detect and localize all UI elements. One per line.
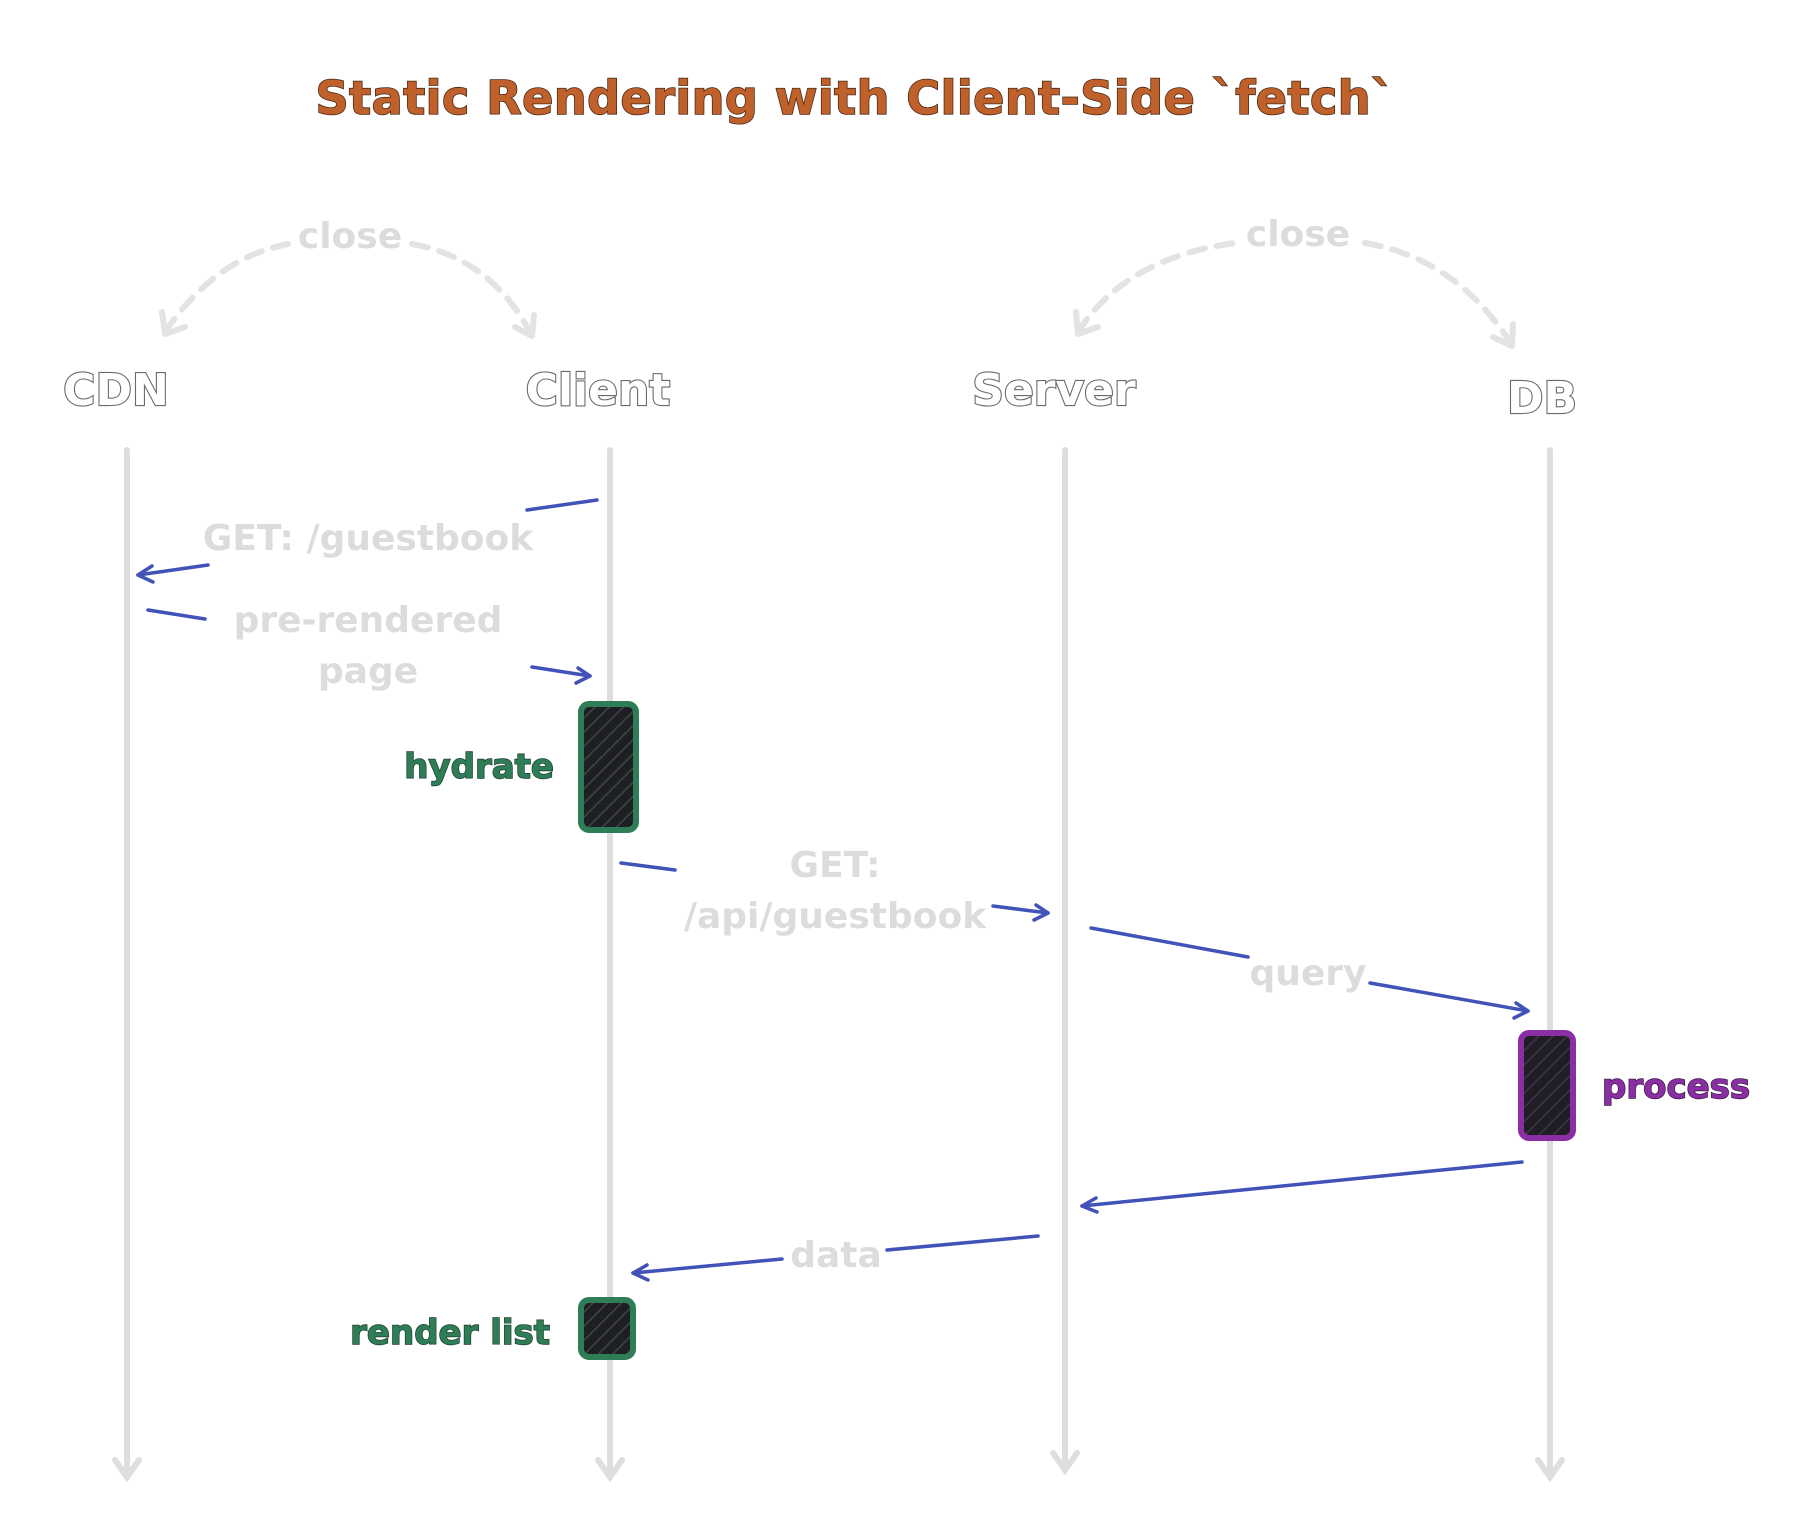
- message-get-api-guestbook: GET: /api/guestbook: [619, 845, 1050, 937]
- lifeline-server: [1050, 447, 1080, 1476]
- close-arrowhead-right-db: [1490, 321, 1516, 349]
- message-arrowhead: [631, 1263, 650, 1282]
- activation-label-render-list: render list: [350, 1313, 550, 1353]
- close-arrowhead-left-cdn: [159, 309, 188, 337]
- message-arrow-segment: [619, 861, 677, 872]
- actor-server: Server: [972, 365, 1136, 416]
- actor-db: DB: [1507, 373, 1577, 424]
- message-arrowhead: [1032, 903, 1050, 922]
- activation-hydrate: hydrate: [404, 701, 639, 833]
- close-arc-left-b: [409, 241, 533, 335]
- message-label-data: data: [790, 1235, 882, 1276]
- diagram-title: Static Rendering with Client-Side `fetch…: [316, 71, 1395, 125]
- actor-cdn: CDN: [63, 365, 169, 416]
- message-arrowhead: [136, 564, 155, 584]
- activation-label-process: process: [1602, 1067, 1750, 1107]
- close-label-left: close: [298, 216, 402, 257]
- message-query: query: [1089, 926, 1530, 1020]
- close-relation-left: close: [159, 216, 537, 339]
- message-label-get-api-line2: /api/guestbook: [684, 896, 987, 937]
- message-label-get-guestbook: GET: /guestbook: [203, 518, 534, 559]
- activation-box-process: [1518, 1030, 1576, 1141]
- activation-render-list: render list: [349, 1297, 636, 1360]
- actor-client: Client: [526, 365, 671, 416]
- message-arrow-segment: [1089, 926, 1250, 959]
- message-label-query: query: [1249, 953, 1366, 994]
- message-arrow-segment: [1080, 1160, 1524, 1208]
- message-label-get-api-line1: GET:: [789, 845, 880, 886]
- close-arc-left-a: [162, 241, 291, 335]
- message-arrow-segment: [146, 608, 207, 621]
- message-arrow-segment: [631, 1257, 784, 1275]
- activation-box-render-list: [578, 1297, 636, 1360]
- message-label-pre-rendered-line1: pre-rendered: [234, 600, 503, 641]
- message-arrow-segment: [530, 665, 592, 678]
- message-arrowhead: [1080, 1196, 1099, 1214]
- message-label-pre-rendered-line2: page: [318, 651, 418, 692]
- activation-label-hydrate: hydrate: [404, 747, 554, 787]
- message-arrow-segment: [136, 563, 210, 577]
- message-arrow-segment: [991, 904, 1050, 915]
- close-relation-right: close: [1073, 214, 1516, 349]
- message-arrow-segment: [1368, 981, 1530, 1013]
- close-arc-right-a: [1075, 240, 1238, 335]
- message-arrow-segment: [525, 498, 599, 512]
- message-get-guestbook: GET: /guestbook: [136, 498, 599, 584]
- lifeline-cdn: [112, 447, 142, 1483]
- message-pre-rendered-page: pre-rendered page: [146, 600, 592, 692]
- activation-box-hydrate: [578, 701, 639, 833]
- close-label-right: close: [1246, 214, 1350, 255]
- message-arrow-segment: [885, 1234, 1040, 1252]
- close-arc-right-b: [1362, 240, 1513, 345]
- activation-process: process: [1518, 1030, 1751, 1141]
- message-arrowhead: [1512, 1001, 1530, 1020]
- close-arrowhead-right-server: [1073, 309, 1101, 337]
- message-arrowhead: [574, 666, 592, 685]
- lifeline-db: [1535, 447, 1565, 1483]
- close-arrowhead-left-client: [512, 312, 537, 339]
- message-data: data: [631, 1160, 1524, 1282]
